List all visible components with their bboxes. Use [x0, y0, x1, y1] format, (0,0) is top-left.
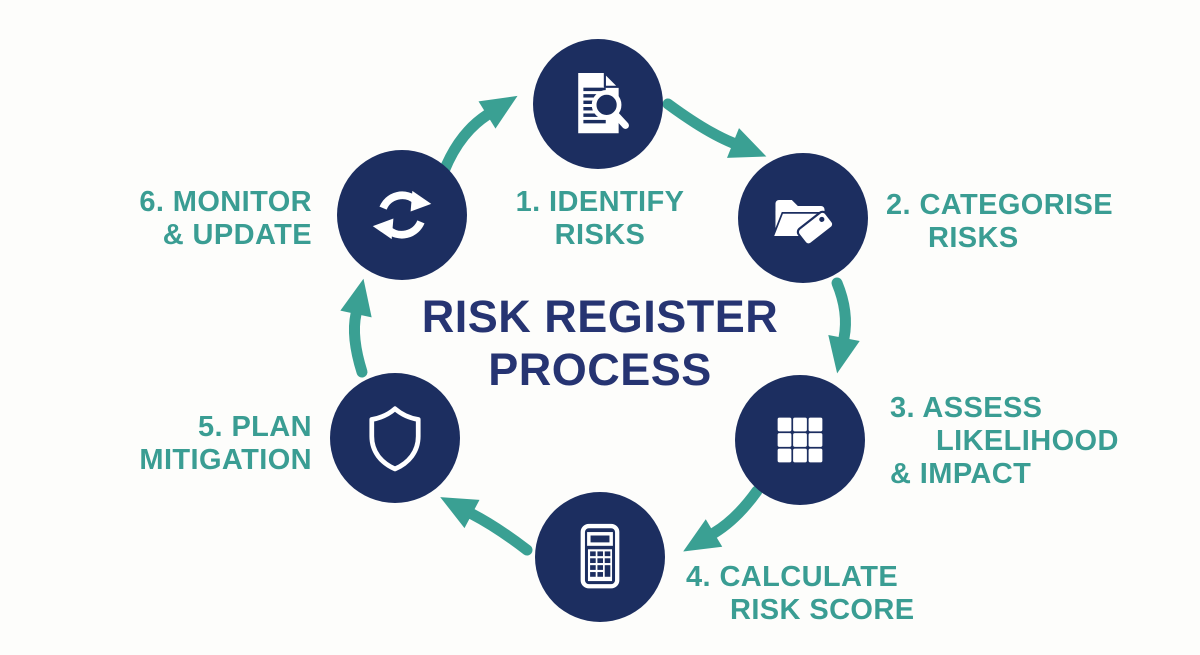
step-circle-mitigation — [330, 373, 460, 503]
step-label-line: & IMPACT — [890, 457, 1032, 490]
step-circle-calculate — [535, 492, 665, 622]
step-label-monitor: 6. MONITOR & UPDATE — [80, 186, 312, 252]
step-circle-categorise — [738, 153, 868, 283]
step-label-assess: 3. ASSESS LIKELIHOOD & IMPACT — [890, 392, 1119, 490]
step-circle-assess — [735, 375, 865, 505]
step-circle-monitor — [337, 150, 467, 280]
step-label-line: 2. CATEGORISE — [886, 189, 1114, 221]
step-circle-identify — [533, 39, 663, 169]
diagram-title: RISK REGISTER PROCESS — [390, 291, 810, 396]
step-label-line: 6. MONITOR — [139, 186, 312, 218]
grid-icon — [777, 417, 823, 463]
arrowheads — [340, 95, 860, 552]
step-label-categorise: 2. CATEGORISE RISKS — [886, 189, 1113, 255]
arrow-assess-to-calculate — [708, 485, 763, 539]
title-line-2: PROCESS — [488, 343, 712, 395]
step-label-line: & UPDATE — [162, 218, 312, 251]
step-label-line: 3. ASSESS — [890, 392, 1043, 424]
arrow-categorise-to-assess — [831, 277, 851, 344]
arrow-mitigation-to-monitor — [349, 308, 368, 378]
step-label-line: RISK SCORE — [730, 593, 915, 626]
step-label-line: MITIGATION — [139, 443, 312, 476]
step-label-line: 1. IDENTIFY — [515, 186, 685, 218]
step-label-line: RISKS — [554, 218, 646, 251]
title-line-1: RISK REGISTER — [421, 291, 779, 342]
shield-icon — [369, 406, 421, 472]
folder-tag-icon — [771, 199, 835, 246]
step-label-mitigation: 5. PLAN MITIGATION — [80, 411, 312, 477]
arrow-identify-to-categorise — [662, 98, 739, 149]
calculator-icon — [580, 523, 620, 589]
step-label-identify: 1. IDENTIFY RISKS — [480, 186, 720, 252]
document-magnifier-icon — [578, 71, 629, 134]
arrow-calculate-to-mitigation — [466, 508, 533, 556]
cycle-arrows-icon — [372, 190, 432, 240]
step-label-calculate: 4. CALCULATE RISK SCORE — [686, 561, 914, 627]
step-label-line: 5. PLAN — [198, 411, 312, 443]
step-label-line: LIKELIHOOD — [936, 424, 1119, 457]
step-label-line: RISKS — [928, 221, 1019, 254]
step-label-line: 4. CALCULATE — [686, 561, 899, 593]
